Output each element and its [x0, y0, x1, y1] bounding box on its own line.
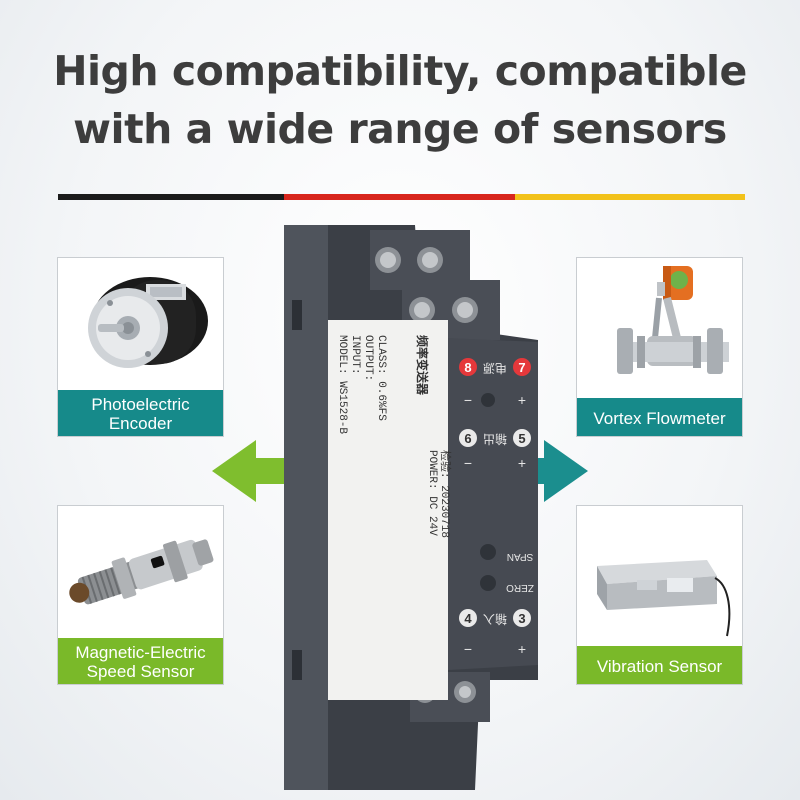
terminal-4: 4	[464, 611, 472, 626]
label-power: POWER: DC 24V	[426, 450, 438, 536]
input-text: 输入	[483, 612, 507, 627]
flowmeter-label: Vortex Flowmeter	[577, 398, 742, 436]
headline-line-1: High compatibility, compatible	[53, 47, 747, 95]
span-knob[interactable]	[480, 544, 496, 560]
headline-line-2: with a wide range of sensors	[73, 105, 727, 153]
transmitter-module: MODEL: WS1528-B INPUT: OUTPUT: CLASS: 0.…	[284, 225, 538, 790]
magnetic-speed-sensor-card: Magnetic-Electric Speed Sensor	[57, 505, 224, 685]
label-input: INPUT:	[349, 335, 361, 375]
label-class: CLASS: 0.6%FS	[375, 335, 387, 421]
output-text: 输出	[483, 432, 507, 447]
headline: High compatibility, compatible with a wi…	[0, 42, 800, 158]
minus-sign-1: −	[464, 392, 472, 408]
plus-sign-3: +	[518, 641, 526, 657]
vortex-flowmeter-card: Vortex Flowmeter	[576, 257, 743, 437]
span-text: SPAN	[507, 551, 534, 562]
plus-sign-2: +	[518, 455, 526, 471]
photoelectric-encoder-card: Photoelectric Encoder	[57, 257, 224, 437]
vibration-sensor-label: Vibration Sensor	[577, 646, 742, 684]
terminal-6: 6	[464, 431, 471, 446]
accent-stripe-red	[284, 194, 515, 200]
terminal-3: 3	[518, 611, 525, 626]
encoder-label: Photoelectric Encoder	[58, 390, 223, 436]
power-text: 电源	[483, 361, 507, 375]
minus-sign-3: −	[464, 641, 472, 657]
terminal-8: 8	[464, 360, 471, 375]
zero-text: ZERO	[506, 582, 534, 593]
label-inspection: 检验: 20230718	[438, 450, 453, 538]
speed-sensor-label-line-1: Magnetic-Electric	[75, 643, 206, 662]
zero-knob[interactable]	[480, 575, 496, 591]
terminal-7: 7	[518, 360, 525, 375]
speed-sensor-label: Magnetic-Electric Speed Sensor	[58, 638, 223, 684]
terminal-5: 5	[518, 431, 525, 446]
vibration-sensor-image	[597, 560, 731, 637]
flowmeter-image	[617, 266, 729, 374]
label-product-name: 频率变送器	[415, 335, 430, 396]
plus-sign-1: +	[518, 392, 526, 408]
accent-stripe-yellow	[515, 194, 745, 200]
accent-stripe-black	[58, 194, 284, 200]
label-output: OUTPUT:	[362, 335, 374, 381]
speed-sensor-label-line-2: Speed Sensor	[86, 662, 195, 681]
left-arrow-icon	[212, 440, 312, 502]
encoder-label-line-2: Encoder	[108, 414, 173, 433]
label-model: MODEL: WS1528-B	[336, 335, 348, 434]
minus-sign-2: −	[464, 455, 472, 471]
vibration-sensor-card: Vibration Sensor	[576, 505, 743, 685]
encoder-label-line-1: Photoelectric	[91, 395, 190, 414]
led-indicator	[481, 393, 495, 407]
encoder-image	[88, 277, 208, 368]
speed-sensor-image	[69, 539, 214, 605]
